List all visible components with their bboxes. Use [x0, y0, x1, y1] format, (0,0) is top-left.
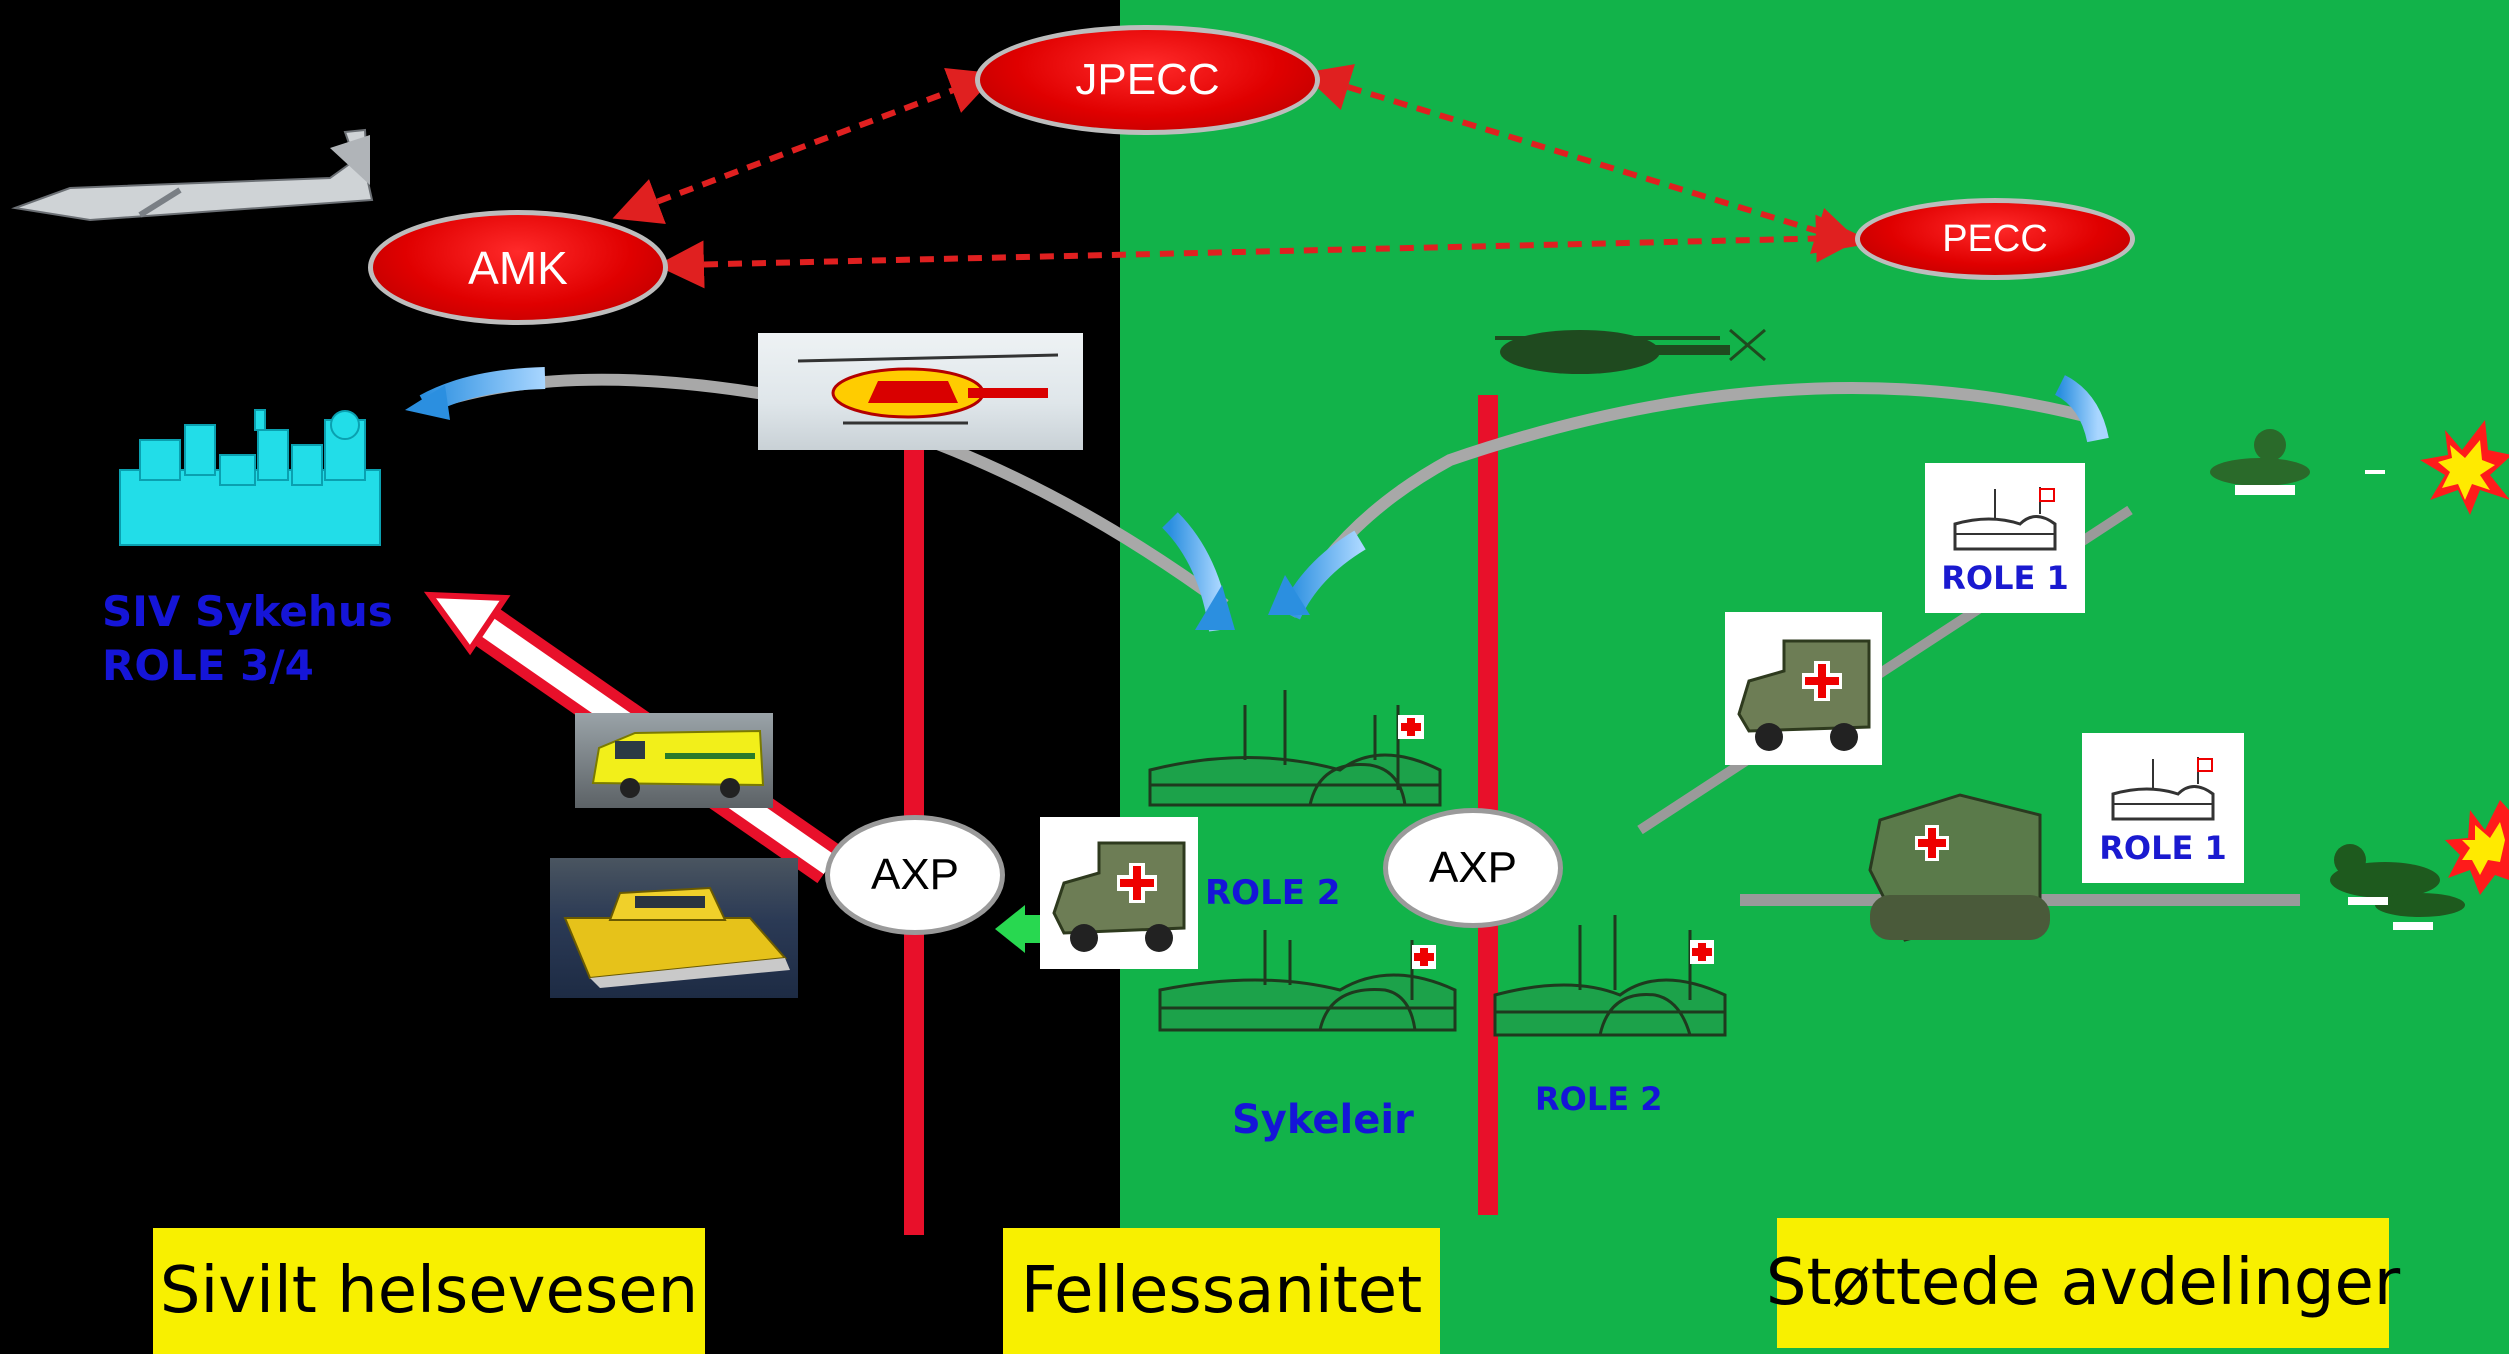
- role1-top-box: ROLE 1: [1925, 463, 2085, 613]
- zone-label-joint: Fellessanitet: [1003, 1228, 1440, 1354]
- city-hospital-icon: [119, 409, 381, 546]
- civil-helicopter-photo: [758, 333, 1083, 450]
- axp-right-node: AXP: [1383, 808, 1563, 928]
- civil-ambulance-icon: [591, 729, 765, 798]
- axp-right-label: AXP: [1428, 843, 1518, 892]
- axp-left-label: AXP: [870, 850, 960, 899]
- role1-bottom-box: ROLE 1: [2082, 733, 2244, 883]
- armored-ambulance: [1868, 793, 2050, 942]
- amk-label: AMK: [468, 241, 568, 294]
- pecc-node: PECC: [1855, 198, 2135, 280]
- link-jpecc-pecc: [1302, 64, 1863, 254]
- ambulance-photo: [575, 713, 773, 808]
- military-ambulance-left-icon: [1052, 841, 1186, 952]
- siv-hospital-label: SIV Sykehus ROLE 3/4: [102, 585, 393, 693]
- military-ambulance-right-box: [1725, 612, 1882, 765]
- role1-bottom-tent-icon: [2111, 757, 2215, 821]
- soldier-casualty-top: [2210, 429, 2310, 495]
- boat-photo: [550, 858, 798, 998]
- rescue-boat-icon: [563, 886, 790, 988]
- helicopter-route-hospital-head: [405, 385, 450, 420]
- pecc-label: PECC: [1942, 217, 2048, 260]
- siv-hospital-line2: ROLE 3/4: [102, 641, 314, 690]
- siv-hospital-line1: SIV Sykehus: [102, 587, 393, 636]
- role1-top-tent-icon: [1953, 487, 2057, 551]
- explosion-bottom-icon: [2445, 800, 2509, 895]
- helicopter-route-military-head: [1268, 575, 1310, 615]
- axp-left-node: AXP: [825, 815, 1005, 935]
- civil-helicopter-icon: [797, 353, 1059, 425]
- military-helicopter: [1495, 328, 1766, 374]
- link-amk-pecc: [656, 214, 1864, 289]
- helicopter-route-civil-head: [1195, 585, 1235, 630]
- amk-node: AMK: [368, 210, 668, 325]
- red-cross-flag-middle: [1410, 940, 1436, 1000]
- divider-bar-right: [1478, 395, 1498, 1215]
- zone-label-civil: Sivilt helsevesen: [153, 1228, 705, 1354]
- military-ambulance-left-box: [1040, 817, 1198, 969]
- tent-role2-lower: [1493, 915, 1727, 1037]
- tent-sykeleir: [1158, 930, 1457, 1032]
- jpecc-label: JPECC: [1075, 55, 1220, 104]
- red-cross-flag-upper: [1396, 705, 1424, 790]
- role1-bottom-label: ROLE 1: [2099, 829, 2227, 867]
- soldier-casualty-bottom: [2330, 844, 2465, 930]
- role2-top-label: ROLE 2: [1205, 873, 1341, 913]
- helicopter-route-military-tip: [2054, 375, 2109, 443]
- role1-top-label: ROLE 1: [1941, 559, 2069, 597]
- transport-aircraft: [11, 128, 374, 222]
- role2-bottom-label: ROLE 2: [1535, 1080, 1663, 1118]
- explosion-top-icon: [2420, 420, 2509, 515]
- zone-label-supported: Støttede avdelinger: [1766, 1218, 2400, 1348]
- jpecc-node: JPECC: [975, 25, 1320, 135]
- link-amk-jpecc: [612, 67, 998, 225]
- sykeleir-label: Sykeleir: [1232, 1097, 1414, 1143]
- military-ambulance-right-icon: [1736, 639, 1870, 751]
- red-cross-flag-lower: [1688, 930, 1714, 1000]
